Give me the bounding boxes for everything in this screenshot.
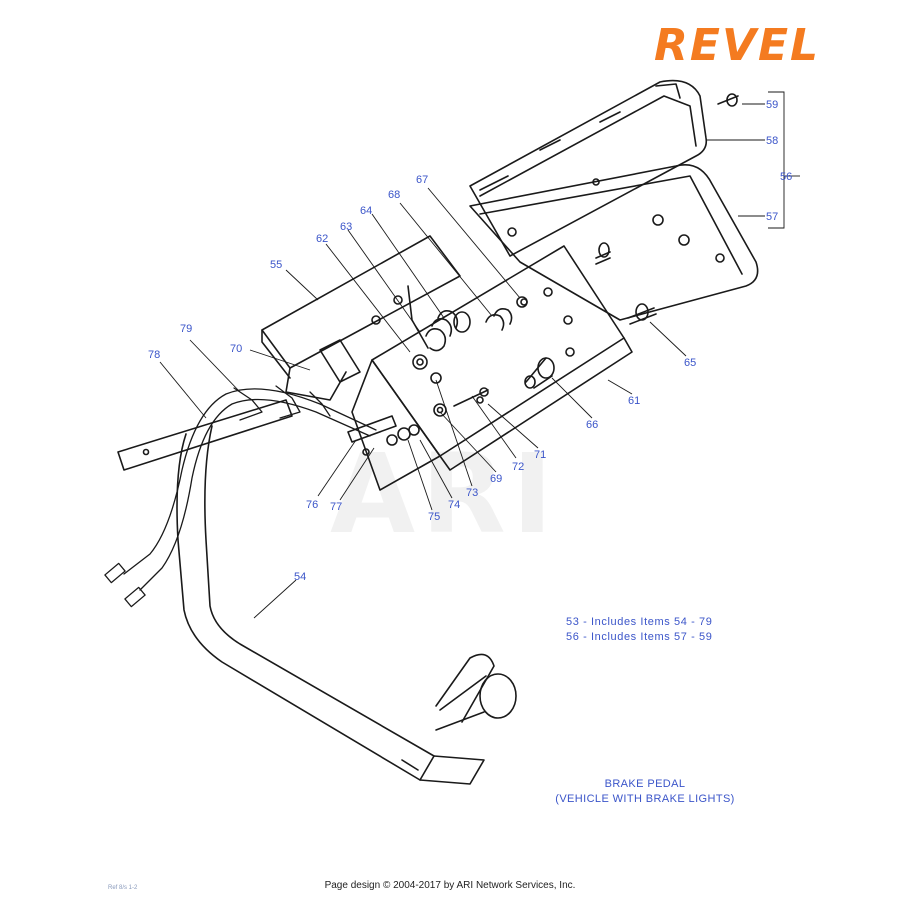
pivot-hardware	[412, 354, 489, 417]
diagram-title-line2: (VEHICLE WITH BRAKE LIGHTS)	[555, 793, 735, 805]
ref-label: Ref 8/s 1-2	[108, 885, 138, 891]
callout-65: 65	[684, 357, 696, 369]
callout-58: 58	[766, 135, 778, 147]
switch-bracket	[351, 359, 441, 491]
callout-numbers: 59 58 56 57 67 68 64 63 62 55 65 79 78 70 61 66 71 72 69 73…	[148, 99, 792, 583]
callout-70: 70	[230, 343, 242, 355]
callout-62: 62	[316, 233, 328, 245]
pedal-cover-top	[469, 79, 708, 257]
callout-61: 61	[628, 395, 640, 407]
screw-59	[717, 93, 739, 107]
pedal-plate	[371, 245, 633, 471]
callout-54: 54	[294, 571, 306, 583]
pedal-arm	[117, 399, 517, 785]
bolt-65	[627, 303, 657, 325]
callout-75: 75	[428, 511, 440, 523]
callout-78: 78	[148, 349, 160, 361]
callout-74: 74	[448, 499, 460, 511]
bolt-upper	[595, 242, 611, 265]
leader-lines	[159, 91, 800, 619]
callout-68: 68	[388, 189, 400, 201]
callout-71: 71	[534, 449, 546, 461]
mounting-bracket	[261, 235, 461, 401]
includes-note-56: 56 - Includes Items 57 - 59	[566, 631, 713, 643]
callout-69: 69	[490, 473, 502, 485]
pedal-pad	[469, 164, 759, 321]
callout-63: 63	[340, 221, 352, 233]
wire-harness	[104, 385, 377, 608]
callout-79: 79	[180, 323, 192, 335]
revel-logo: REVEL	[654, 20, 820, 70]
footer-copyright: Page design © 2004-2017 by ARI Network S…	[324, 880, 576, 891]
callout-56: 56	[780, 171, 792, 183]
callout-57: 57	[766, 211, 778, 223]
diagram-title-line1: BRAKE PEDAL	[604, 778, 686, 790]
callout-66: 66	[586, 419, 598, 431]
callout-67: 67	[416, 174, 428, 186]
return-spring	[407, 285, 471, 352]
callout-76: 76	[306, 499, 318, 511]
callout-72: 72	[512, 461, 524, 473]
callout-59: 59	[766, 99, 778, 111]
callout-55: 55	[270, 259, 282, 271]
ari-watermark: ARI	[330, 430, 559, 558]
callout-77: 77	[330, 501, 342, 513]
callout-64: 64	[360, 205, 372, 217]
brake-light-switch	[347, 415, 420, 446]
includes-note-53: 53 - Includes Items 54 - 79	[566, 616, 713, 628]
small-spring	[485, 296, 528, 331]
logo-text: REVEL	[654, 20, 820, 70]
callout-73: 73	[466, 487, 478, 499]
bushing-66	[524, 357, 555, 389]
